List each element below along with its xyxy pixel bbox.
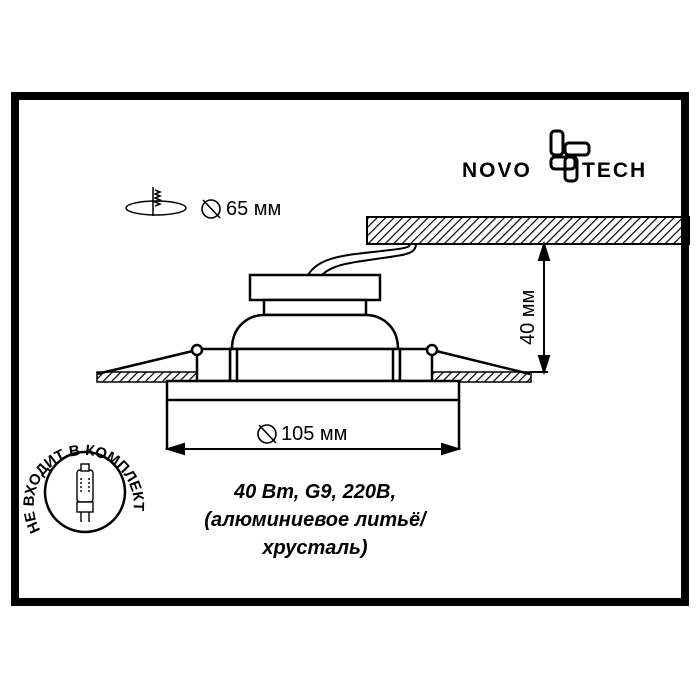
specs-line-3: хрусталь)	[262, 537, 368, 559]
ceiling-slab	[366, 216, 690, 245]
specs-line-1: 40 Вт, G9, 220В,	[233, 481, 397, 503]
width-dimension-arrow	[164, 442, 462, 456]
ceiling-section	[96, 371, 532, 383]
logo-mark-icon	[549, 129, 591, 183]
not-included-badge: НЕ ВХОДИТ В КОМПЛЕКТ	[21, 442, 147, 536]
power-wire	[307, 243, 417, 276]
diameter-symbol-icon	[257, 424, 277, 444]
diameter-symbol-icon	[201, 199, 221, 219]
height-dimension-label: 40 мм	[517, 290, 539, 345]
brand-logo: NOVO TECH	[462, 125, 662, 195]
width-dimension-label: 105 мм	[281, 423, 348, 445]
ceiling-cutout-icon	[125, 187, 187, 216]
specs-line-2: (алюминиевое литьё/	[204, 509, 426, 531]
g9-bulb-icon	[76, 463, 94, 522]
mounting-springs	[96, 343, 531, 376]
lamp-body	[195, 273, 434, 383]
cutout-diameter-label: 65 мм	[226, 198, 282, 220]
brand-name-left: NOVO	[462, 159, 532, 182]
crystal-flange	[165, 379, 461, 450]
height-dimension-arrow	[530, 240, 551, 376]
brand-name-right: TECH	[582, 159, 648, 182]
specs-text: 40 Вт, G9, 220В, (алюминиевое литьё/ хру…	[185, 478, 445, 562]
